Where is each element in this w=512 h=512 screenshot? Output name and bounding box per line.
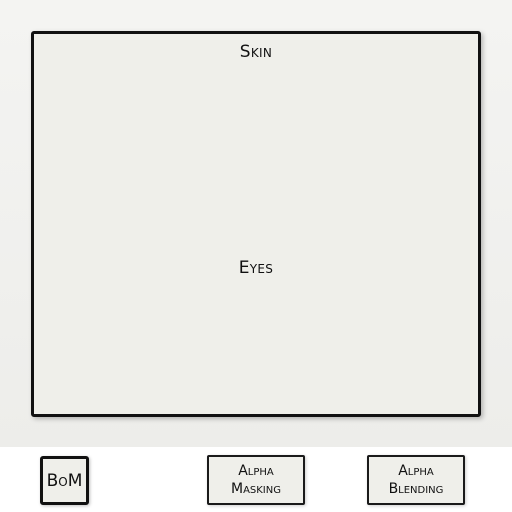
skin-label: Skin xyxy=(239,42,273,62)
alpha-masking-line2: Masking xyxy=(230,481,281,497)
alpha-blending-button[interactable]: Alpha Blending xyxy=(367,455,465,505)
alpha-blending-line2: Blending xyxy=(388,481,444,497)
bom-button[interactable]: BoM xyxy=(40,456,89,505)
alpha-masking-line1: Alpha xyxy=(238,463,274,479)
alpha-masking-button[interactable]: Alpha Masking xyxy=(207,455,305,505)
alpha-blending-line1: Alpha xyxy=(398,463,434,479)
bom-button-label: BoM xyxy=(46,470,83,491)
eyes-label: Eyes xyxy=(238,258,274,278)
preview-panel: Skin Eyes xyxy=(31,31,481,417)
canvas-area: Skin Eyes xyxy=(0,0,512,447)
